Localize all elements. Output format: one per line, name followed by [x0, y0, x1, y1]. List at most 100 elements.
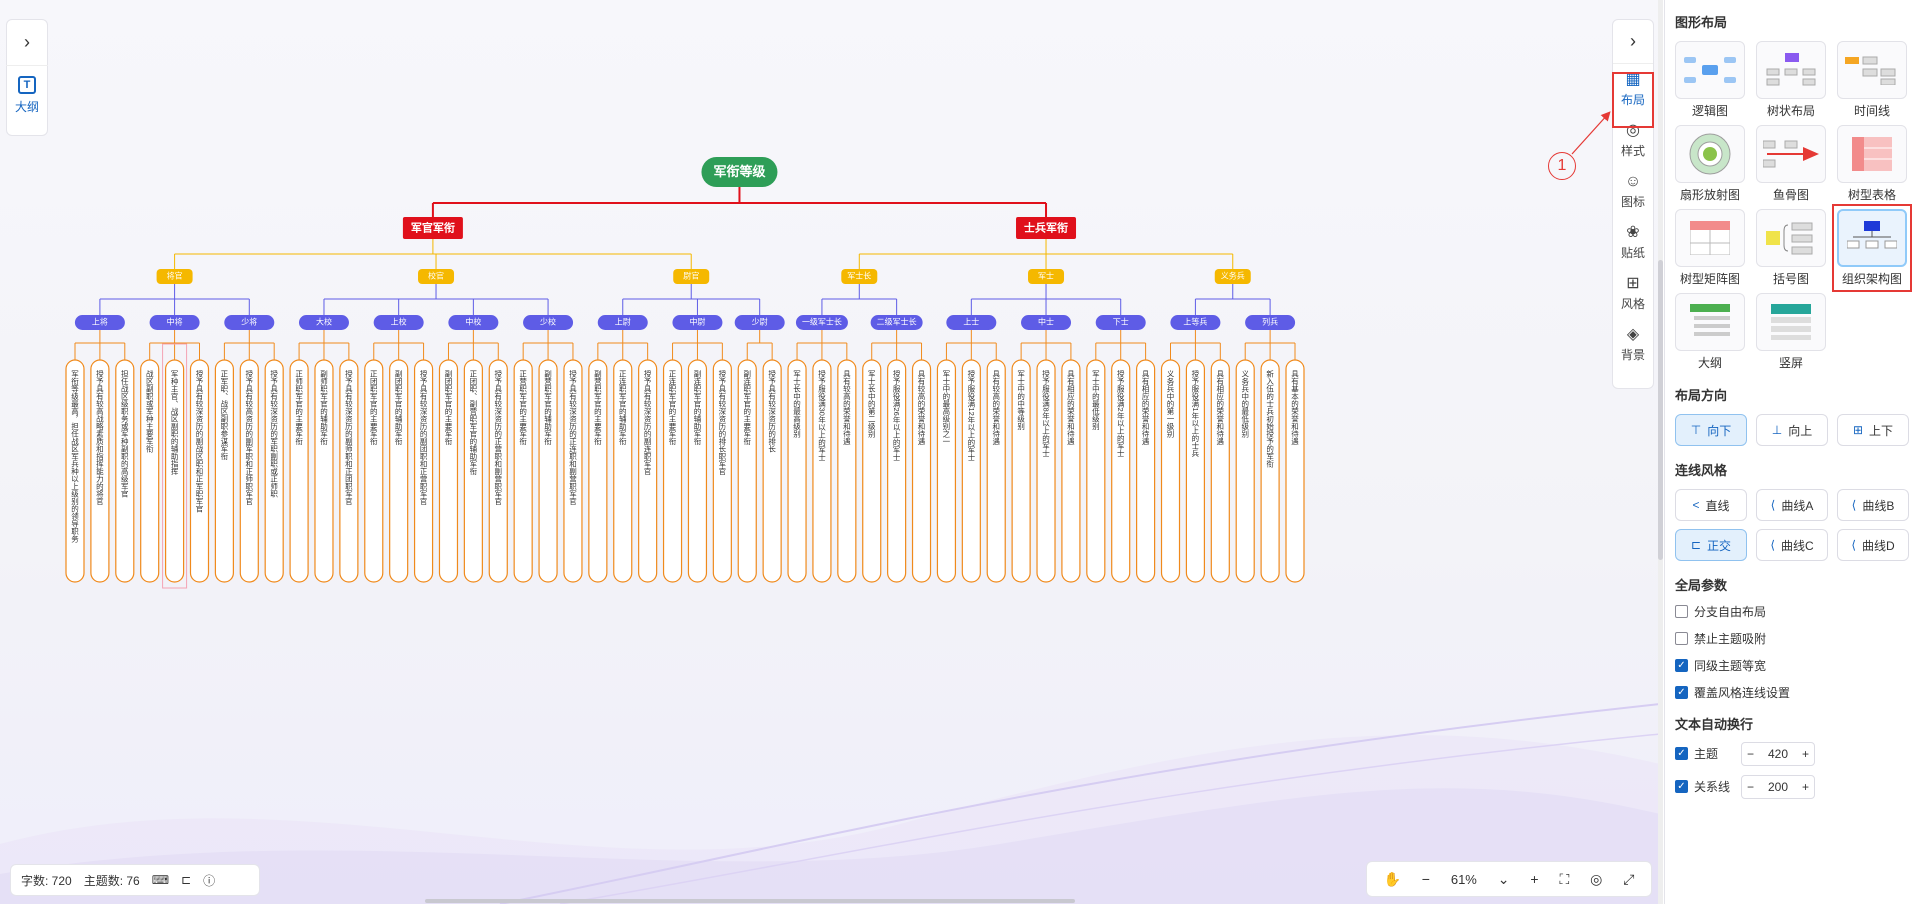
layout-timeline[interactable]: 时间线	[1837, 41, 1907, 119]
fit-screen-icon[interactable]: ⛶	[1559, 870, 1570, 887]
leaf-label[interactable]: 授予服役满8年以上的军士	[1041, 369, 1050, 457]
keyboard-icon[interactable]: ⌨	[151, 873, 170, 887]
rank-node[interactable]	[795, 315, 848, 330]
rank-label[interactable]: 上等兵	[1183, 317, 1207, 327]
line-orthogonal[interactable]: ⊏正交	[1675, 529, 1747, 561]
rank-label[interactable]: 中将	[167, 317, 183, 327]
leaf-node[interactable]	[837, 359, 857, 583]
rank-label[interactable]: 二级军士长	[877, 317, 917, 327]
leaf-node[interactable]	[862, 359, 882, 583]
selected-topic-frame[interactable]	[162, 343, 188, 589]
group-label[interactable]: 士兵军衔	[1024, 220, 1068, 234]
leaf-node[interactable]	[737, 359, 757, 583]
rank-node[interactable]	[373, 315, 424, 330]
leaf-node[interactable]	[986, 359, 1006, 583]
zoom-out-icon[interactable]: −	[1421, 871, 1430, 887]
fullscreen-icon[interactable]: ⤢	[1623, 870, 1635, 887]
rank-node[interactable]	[1021, 315, 1072, 330]
option-override-lines[interactable]: ✓覆盖风格连线设置	[1675, 679, 1909, 706]
info-icon[interactable]: ⓘ	[203, 873, 216, 888]
rank-node[interactable]	[298, 315, 349, 330]
leaf-node[interactable]	[1086, 359, 1106, 583]
leaf-node[interactable]	[413, 359, 434, 583]
leaf-label[interactable]: 副团职军官的主要军衔	[444, 370, 453, 447]
leaf-label[interactable]: 正团职军官的主要军衔	[369, 370, 378, 447]
line-curve-c[interactable]: ⟨曲线C	[1756, 529, 1828, 561]
plus-icon[interactable]: +	[1801, 746, 1809, 761]
zoom-dropdown-icon[interactable]: ⌄	[1497, 870, 1510, 887]
layout-tree-matrix[interactable]: 树型矩阵图	[1675, 209, 1745, 287]
layout-vertical[interactable]: 竖屏	[1756, 293, 1826, 371]
leaf-node[interactable]	[214, 359, 234, 583]
leaf-node[interactable]	[762, 359, 782, 583]
leaf-label[interactable]: 新入伍的士兵初始授予的军衔	[1265, 369, 1274, 469]
leaf-node[interactable]	[438, 359, 459, 583]
leaf-label[interactable]: 战区副职或军种主要军衔	[145, 369, 154, 454]
leaf-node[interactable]	[364, 359, 384, 583]
root-node[interactable]	[701, 157, 778, 187]
toolbar-stickers[interactable]: ❀贴纸	[1613, 217, 1653, 268]
leaf-label[interactable]: 军士中的最高级别之一	[942, 370, 951, 445]
leaf-label[interactable]: 具有相应的荣誉和待遇	[1216, 370, 1225, 447]
leaf-label[interactable]: 授予服役满26年以上的军士	[892, 369, 901, 461]
category-node[interactable]	[1214, 269, 1251, 284]
vertical-scrollbar[interactable]	[1658, 0, 1663, 904]
leaf-node[interactable]	[264, 359, 284, 583]
leaf-node[interactable]	[687, 359, 708, 583]
leaf-node[interactable]	[1111, 359, 1131, 583]
rank-node[interactable]	[672, 315, 723, 330]
no-snap-checkbox[interactable]	[1675, 632, 1688, 645]
rank-label[interactable]: 中士	[1038, 317, 1054, 327]
leaf-node[interactable]	[712, 359, 732, 583]
category-node[interactable]	[673, 269, 710, 284]
leaf-label[interactable]: 授予服役满30年以上的军士	[817, 369, 826, 461]
leaf-label[interactable]: 具有较高的荣誉和待遇	[842, 370, 851, 447]
leaf-label[interactable]: 军士中的中等级别	[1016, 370, 1025, 432]
leaf-label[interactable]: 副连职军官的主要军衔	[742, 370, 751, 447]
plus-icon[interactable]: +	[1801, 779, 1809, 794]
collapse-sidebar-chevron-icon[interactable]: ›	[1613, 20, 1653, 64]
direction-both[interactable]: ⊞上下	[1837, 414, 1909, 446]
rank-node[interactable]	[523, 315, 574, 330]
layout-toggle-icon[interactable]: ⊏	[181, 873, 192, 887]
direction-down[interactable]: ⊤向下	[1675, 414, 1747, 446]
mindmap-canvas[interactable]: 军衔等级最高，担任战区军兵种以上级别的领导职务授予具有较高战略素质和指挥能力的将…	[0, 0, 1660, 904]
rank-label[interactable]: 少尉	[752, 317, 768, 327]
leaf-label[interactable]: 授予具有较高战略素质和指挥能力的将官	[95, 369, 104, 507]
leaf-node[interactable]	[563, 359, 583, 583]
category-node[interactable]	[841, 269, 878, 284]
leaf-label[interactable]: 副营职军官的辅助军衔	[543, 370, 552, 447]
leaf-node[interactable]	[1036, 359, 1056, 583]
leaf-node[interactable]	[65, 359, 85, 583]
rank-node[interactable]	[734, 315, 785, 330]
wrap-relation-checkbox[interactable]: ✓	[1675, 780, 1688, 793]
override-lines-checkbox[interactable]: ✓	[1675, 686, 1688, 699]
leaf-label[interactable]: 具有相应的荣誉和待遇	[1141, 370, 1150, 447]
rank-label[interactable]: 上尉	[615, 317, 631, 327]
leaf-label[interactable]: 义务兵中的最低级别	[1240, 370, 1249, 439]
rank-label[interactable]: 中尉	[689, 317, 705, 327]
leaf-label[interactable]: 具有较高的荣誉和待遇	[991, 370, 1000, 447]
category-label[interactable]: 军士长	[847, 271, 871, 281]
category-label[interactable]: 校官	[428, 271, 444, 281]
hand-tool-icon[interactable]: ✋	[1383, 870, 1401, 887]
leaf-node[interactable]	[812, 359, 832, 583]
leaf-label[interactable]: 具有相应的荣誉和待遇	[1066, 370, 1075, 447]
rank-label[interactable]: 少校	[540, 317, 556, 327]
leaf-label[interactable]: 授予具有较深资历的副师职和正团职军官	[344, 369, 353, 507]
rank-label[interactable]: 列兵	[1262, 317, 1278, 327]
leaf-label[interactable]: 副连职军官的辅助军衔	[693, 370, 702, 447]
rank-label[interactable]: 大校	[316, 317, 332, 327]
leaf-label[interactable]: 授予具有较深资历的军职副职或正师职	[269, 369, 278, 499]
leaf-node[interactable]	[1185, 359, 1206, 583]
minus-icon[interactable]: −	[1747, 746, 1755, 761]
leaf-node[interactable]	[1210, 359, 1230, 583]
category-label[interactable]: 将官	[167, 271, 183, 281]
group-node[interactable]	[1016, 217, 1077, 239]
leaf-node[interactable]	[638, 359, 658, 583]
leaf-node[interactable]	[588, 359, 608, 583]
rank-node[interactable]	[946, 315, 997, 330]
option-equal-width[interactable]: ✓同级主题等宽	[1675, 652, 1909, 679]
category-label[interactable]: 义务兵	[1221, 271, 1245, 281]
leaf-label[interactable]: 副营职军官的主要军衔	[593, 370, 602, 447]
